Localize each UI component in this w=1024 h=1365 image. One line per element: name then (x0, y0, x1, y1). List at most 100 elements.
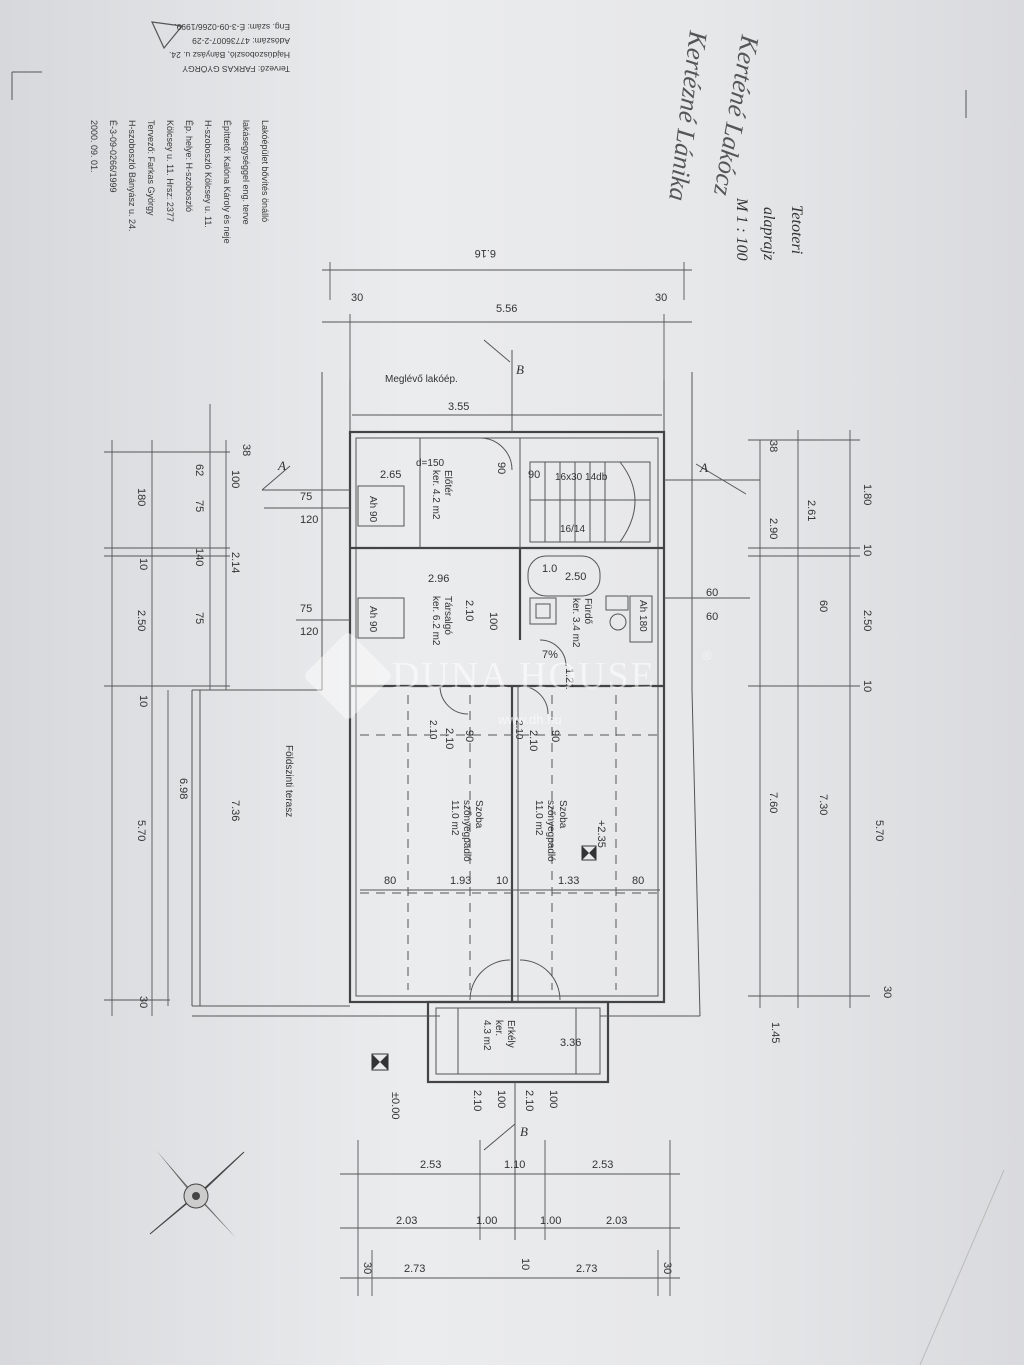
dim-right-1: 38 (767, 440, 779, 452)
room-hall-name: Társalgó (442, 596, 453, 635)
dim-bottom-2d: 2.03 (606, 1215, 627, 1227)
window-right: Ah 180 (629, 595, 653, 643)
dim-bottom-1c: 2.53 (592, 1159, 613, 1171)
dim-top-inner: 5.56 (496, 303, 517, 315)
dim-right-12: 30 (881, 986, 893, 998)
project-notes: Lakóépület bővítés önálló lakásegységgel… (89, 120, 270, 244)
int-dim-24: 2.10 (523, 1090, 535, 1111)
int-dim-11: 1.21 (563, 668, 575, 689)
section-b-bottom: B (520, 1124, 528, 1139)
room-balcony-area: 4.3 m2 (481, 1020, 492, 1051)
section-b-top: B (516, 362, 524, 377)
interior-dimensions: 2.65 d=150 90 90 1.0 2.50 2.96 2.10 100 … (360, 458, 660, 1111)
stair-count-label: 16/14 (560, 524, 585, 535)
drawing-scale: M 1 : 100 (733, 197, 750, 261)
win-dim-6: 60 (706, 611, 718, 623)
dim-top-total: 6.16 (475, 247, 496, 259)
room-bath-name: Fürdő (582, 598, 593, 625)
dim-bottom-3c: 10 (519, 1258, 531, 1270)
bathroom-fixtures (527, 555, 629, 631)
room-balcony-name: Erkély (505, 1020, 516, 1048)
dim-bottom-2c: 1.00 (540, 1215, 561, 1227)
dim-right-4: 2.90 (767, 518, 779, 539)
staircase: 16x30 14db 16/14 (529, 461, 651, 543)
watermark-brand: DUNA HOUSE (392, 655, 656, 697)
watermark-url: www.dh.hu (497, 712, 562, 727)
room-right-name: Szoba (557, 800, 568, 829)
section-markers: A A B B (261, 339, 760, 1240)
note-line-3: Építtető: Kalóna Károly és neje (222, 120, 232, 244)
dim-left-11: 10 (137, 695, 149, 707)
note-line-7: Tervező: Farkas György (146, 120, 156, 216)
win-dim-4: 120 (300, 626, 318, 638)
room-bath-area: ker. 3.4 m2 (570, 598, 581, 648)
level-marker-upper: +2.35 (581, 820, 607, 861)
dim-left-7: 180 (135, 488, 147, 506)
plan-walls (348, 430, 666, 1004)
window-label-3: Ah 180 (637, 600, 648, 632)
int-dim-20: 80 (632, 875, 644, 887)
int-dim-19: 1.33 (558, 875, 579, 887)
level-upper-label: +2.35 (595, 820, 607, 848)
bottom-dimensions: 2.53 1.10 2.53 2.03 1.00 1.00 2.03 30 2.… (340, 1140, 680, 1296)
stamp-line-3: Adószám: 47736007-2-29 (192, 36, 290, 46)
dim-right-8: 10 (861, 680, 873, 692)
dim-right-9: 7.60 (767, 792, 779, 813)
window-label-1: Ah 90 (367, 496, 378, 523)
note-line-2: lakásegységgel eng. terve (241, 120, 251, 225)
dim-right-5: 10 (861, 544, 873, 556)
dim-left-3: 62 (193, 464, 205, 476)
int-dim-23: 100 (495, 1090, 507, 1108)
dim-left-15: 30 (137, 996, 149, 1008)
window-label-4: 2.10 (427, 720, 438, 740)
note-line-1: Lakóépület bővítés önálló (260, 120, 270, 222)
dim-bottom-3a: 30 (361, 1262, 373, 1274)
room-balcony-sub: ker. (493, 1020, 504, 1036)
terrace-label: Földszinti terasz (283, 745, 294, 817)
stamp-line-4: Eng. szám: É-3-09-0266/1999. (174, 22, 290, 32)
balcony (426, 1000, 610, 1084)
win-dim-1: 75 (300, 491, 312, 503)
room-left-name: Szoba (473, 800, 484, 829)
stair-detail-label: 16x30 14db (555, 472, 608, 483)
dim-top-left-wall: 30 (351, 292, 363, 304)
int-dim-16: 80 (384, 875, 396, 887)
int-dim-3: 90 (528, 469, 540, 481)
int-dim-15: 90 (549, 730, 561, 742)
int-dim-8: 2.10 (463, 600, 475, 621)
stamp-line-2: Hajdúszoboszló, Bányász u. 24. (169, 50, 290, 60)
paper-fold (919, 1169, 1005, 1365)
existing-building (321, 372, 693, 690)
int-dim-22: 2.10 (471, 1090, 483, 1111)
int-dim-25: 100 (547, 1090, 559, 1108)
int-dim-2: 90 (495, 462, 507, 474)
room-hall-area: ker. 6.2 m2 (430, 596, 441, 646)
watermark-registered-mark: ® (702, 648, 712, 663)
int-dim-10: 7% (542, 649, 558, 661)
terrace: Földszinti terasz (191, 689, 701, 1017)
dim-left-10: 2.50 (135, 610, 147, 631)
window-label-5: 2.10 (513, 720, 524, 740)
note-line-5: Ép. helye: H-szoboszló (184, 120, 194, 212)
stamp-line-1: Tervező: FARKAS GYÖRGY (182, 64, 290, 74)
int-dim-18: 10 (496, 875, 508, 887)
room-corridor-name: Előtér (442, 470, 453, 497)
dim-right-2: 1.80 (861, 484, 873, 505)
dim-left-2: 100 (229, 470, 241, 488)
watermark-logo-icon (305, 633, 391, 719)
room-right-sub: szőnyegpadló (545, 800, 556, 862)
signature-2: Kertézné Lánika (663, 28, 713, 202)
dim-right-10: 7.30 (817, 794, 829, 815)
int-dim-7: 2.96 (428, 573, 449, 585)
int-dim-12: 2.10 (443, 728, 455, 749)
dim-bottom-2a: 2.03 (396, 1215, 417, 1227)
dim-right-6: 60 (817, 600, 829, 612)
note-line-9: É-3-09-0266/1999 (108, 120, 118, 193)
dim-left-8: 10 (137, 558, 149, 570)
dim-right-7: 2.50 (861, 610, 873, 631)
win-dim-3: 75 (300, 603, 312, 615)
level-marker-ground: ±0.00 (371, 1053, 401, 1119)
room-right-area: 11.0 m2 (533, 800, 544, 836)
win-dim-2: 120 (300, 514, 318, 526)
